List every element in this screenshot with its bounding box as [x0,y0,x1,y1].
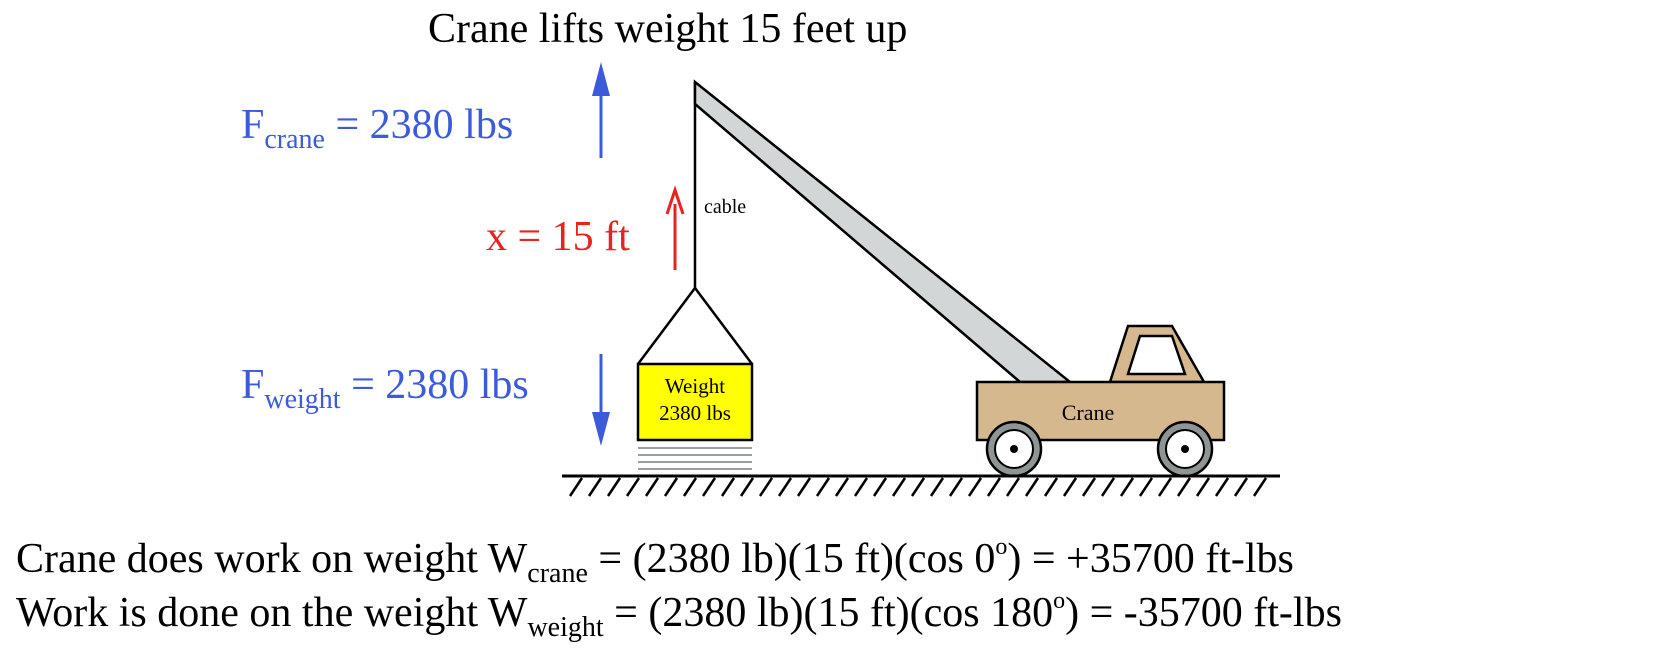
equation-weight-middle: = (2380 lb)(15 ft)(cos 180 [604,590,1053,636]
ground-hatch-mark [682,477,698,497]
ground-hatch-mark [720,477,736,497]
ground-hatch-mark [1100,477,1116,497]
ground-hatch-mark [1119,477,1135,497]
ground-hatch-mark [948,477,964,497]
equation-weight-suffix: ) = -35700 ft-lbs [1065,590,1342,636]
ground-hatch-mark [834,477,850,497]
weight-box [636,362,754,442]
weight-box-line1: Weight [665,374,725,398]
weight-sling [637,285,753,365]
ground-hatch-mark [606,477,622,497]
diagram-title: Crane lifts weight 15 feet up [428,6,907,52]
crane-boom [693,79,1074,384]
displacement-arrow [665,185,685,270]
ground-hatch-mark [891,477,907,497]
displacement-label: x = 15 ft [486,214,630,260]
equation-crane-suffix: ) = +35700 ft-lbs [1007,536,1294,582]
ground-hatch-mark [853,477,869,497]
ground-hatch-mark [1043,477,1059,497]
equation-crane-prefix: Crane does work on weight W [16,536,528,582]
ground-hatch-mark [815,477,831,497]
crane-force-arrow [592,62,610,158]
crane-cab [1108,324,1207,384]
ground-hatch-mark [625,477,641,497]
equation-crane-middle: = (2380 lb)(15 ft)(cos 0 [588,536,995,582]
ground-hatch-mark [872,477,888,497]
ground-hatch-mark [1005,477,1021,497]
ground-hatch-mark [777,477,793,497]
weight-force-arrow [592,354,610,446]
ground-hatch-mark [663,477,679,497]
crane-force-label: Fcrane = 2380 lbs [241,102,513,155]
ground-hatch-mark [1138,477,1154,497]
ground-hatch-mark [568,477,584,497]
ground-hatching [568,477,1268,497]
ground-hatch-mark [644,477,660,497]
motion-lines [638,447,752,470]
equation-crane-degree: o [995,534,1007,560]
crane-rear-wheel [1156,420,1214,478]
ground-hatch-mark [587,477,603,497]
ground-hatch-mark [739,477,755,497]
ground-hatch-mark [986,477,1002,497]
crane-front-wheel [985,420,1043,478]
ground-hatch-mark [1214,477,1230,497]
ground-hatch-mark [967,477,983,497]
crane-force-subscript: crane [264,124,325,155]
ground-hatch-mark [796,477,812,497]
equation-weight: Work is done on the weight Wweight = (23… [16,588,1342,643]
ground-hatch-mark [1157,477,1173,497]
ground-hatch-mark [1024,477,1040,497]
equation-weight-subscript: weight [527,612,603,643]
crane-force-symbol: F [241,102,264,148]
ground-hatch-mark [1195,477,1211,497]
ground-hatch-mark [929,477,945,497]
ground-hatch-mark [910,477,926,497]
weight-force-label: Fweight = 2380 lbs [241,362,529,415]
equation-weight-degree: o [1053,588,1065,614]
equation-crane: Crane does work on weight Wcrane = (2380… [16,534,1294,589]
ground-hatch-mark [1081,477,1097,497]
crane-label: Crane [1062,400,1115,425]
weight-force-subscript: weight [264,384,340,415]
cable-label: cable [704,196,746,218]
equation-crane-subscript: crane [527,558,588,589]
ground-hatch-mark [701,477,717,497]
ground-hatch-mark [1176,477,1192,497]
ground-hatch-mark [1233,477,1249,497]
equation-weight-prefix: Work is done on the weight W [16,590,528,636]
weight-box-line2: 2380 lbs [659,401,731,425]
ground-hatch-mark [1252,477,1268,497]
ground-hatch-mark [1062,477,1078,497]
ground-hatch-mark [758,477,774,497]
crane-force-value: = 2380 lbs [325,102,513,148]
weight-force-symbol: F [241,362,264,408]
weight-force-value: = 2380 lbs [341,362,529,408]
